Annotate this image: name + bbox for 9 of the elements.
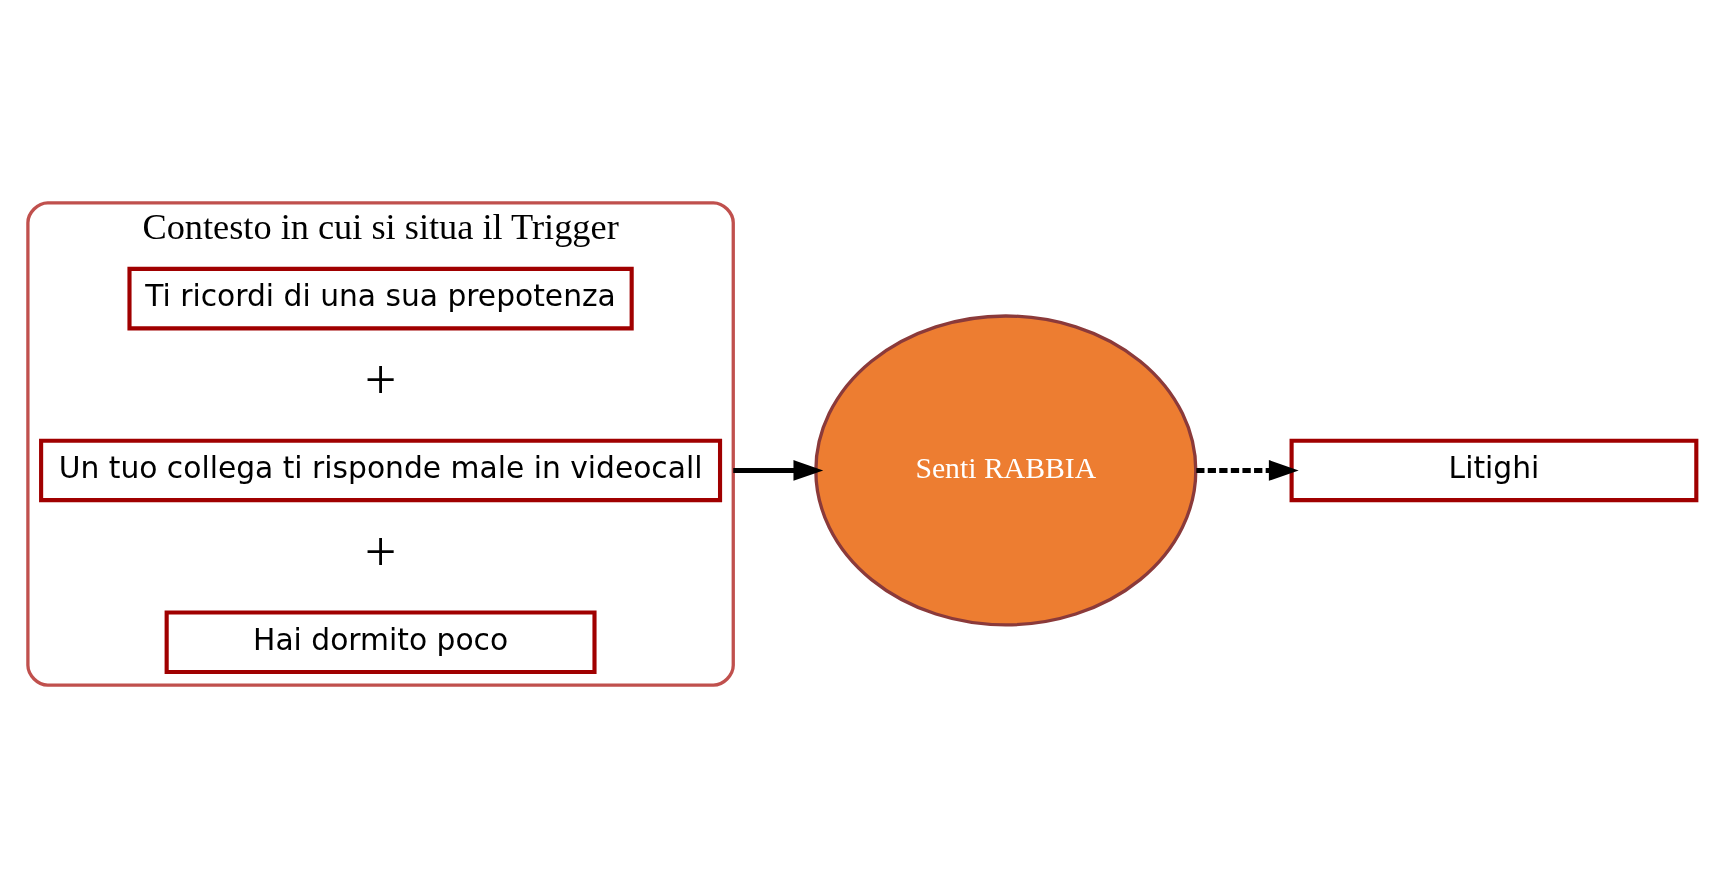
node-box: Hai dormito poco	[164, 610, 597, 675]
node-ellipse: Senti RABBIA	[814, 314, 1198, 627]
node-box: Ti ricordi di una sua prepotenza	[127, 266, 634, 331]
node-box: Un tuo collega ti risponde male in videocall	[39, 438, 723, 503]
node-box: Litighi	[1289, 438, 1699, 503]
label: +	[364, 348, 397, 411]
arrow	[1196, 460, 1299, 481]
arrow	[733, 460, 824, 481]
label: +	[364, 520, 397, 583]
